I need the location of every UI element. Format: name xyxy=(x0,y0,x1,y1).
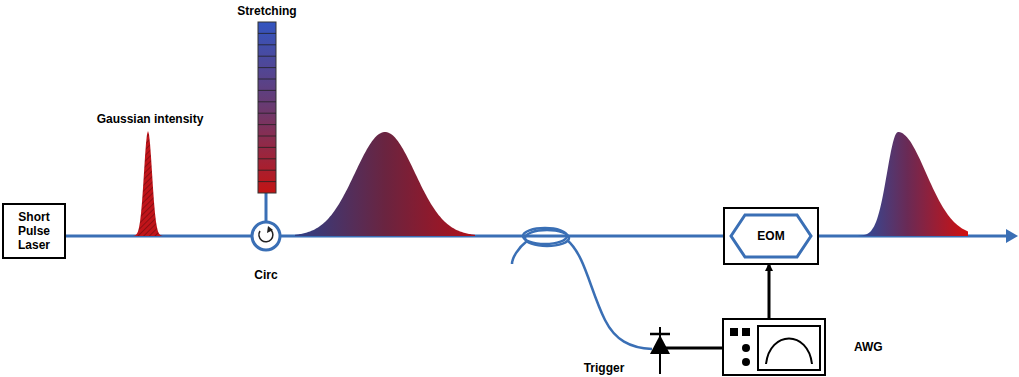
trigger-label: Trigger xyxy=(584,361,625,375)
fiber-coil xyxy=(512,228,652,349)
stretcher-frame xyxy=(258,22,276,193)
beam-arrowhead xyxy=(1006,229,1018,243)
generator-box: AWG xyxy=(722,318,826,376)
control-arrow xyxy=(768,265,771,318)
photodiode xyxy=(650,327,722,374)
laser-box: Short Pulse Laser xyxy=(2,203,66,259)
stretcher-label: Stretching xyxy=(237,4,296,18)
stretched-pulse xyxy=(295,132,475,236)
laser-label: Short Pulse Laser xyxy=(8,210,60,252)
modulator-label: EOM xyxy=(757,229,784,243)
short-pulse xyxy=(130,131,166,236)
instrument-label: AWG xyxy=(854,340,883,354)
circulator-arrow xyxy=(259,230,273,242)
grating-lines xyxy=(258,33,276,181)
modulator-box: EOM xyxy=(723,207,819,265)
circulator-label: Circ xyxy=(254,268,277,282)
shaped-pulse xyxy=(858,132,968,236)
pulse-label: Gaussian intensity xyxy=(97,112,204,126)
circulator xyxy=(252,222,280,250)
generator-face xyxy=(724,320,824,374)
stretcher-fiber xyxy=(265,193,268,222)
circulator-arrowhead xyxy=(267,226,273,233)
